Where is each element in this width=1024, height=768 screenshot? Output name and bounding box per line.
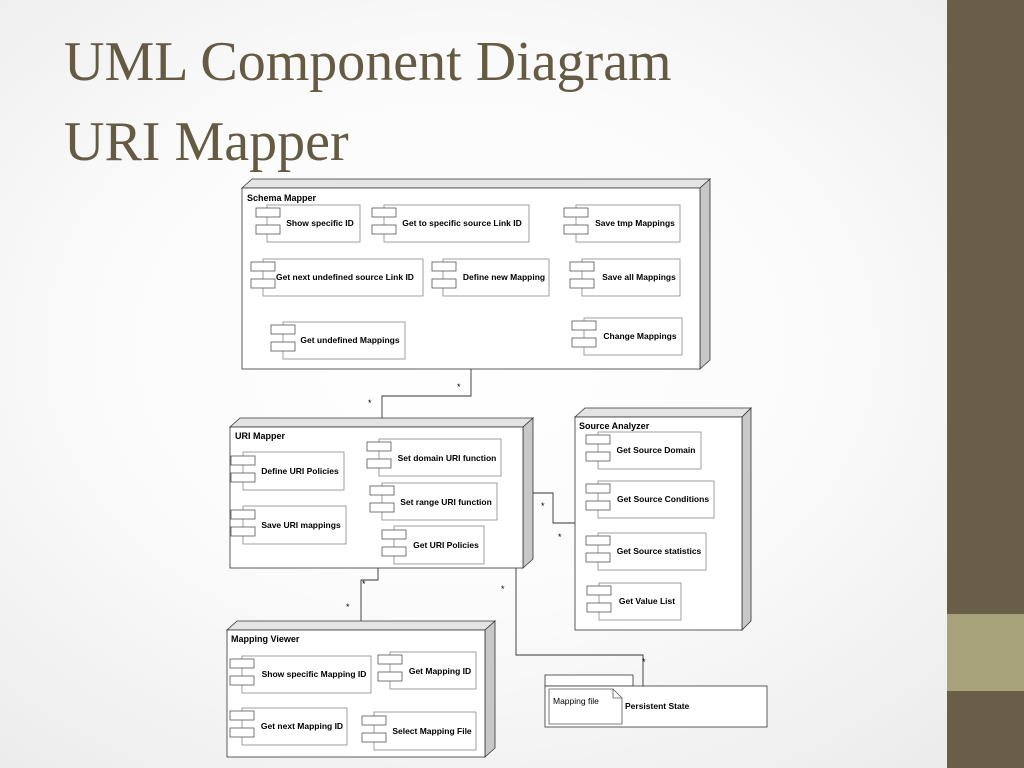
package-mapping-viewer: Mapping Viewer Show specific Mapping ID …: [225, 620, 497, 758]
connectors: [360, 369, 644, 687]
component-get-source-statistics: Get Source statistics: [585, 532, 707, 571]
component-label: Define new Mapping: [463, 272, 545, 282]
component-label: Show specific ID: [286, 218, 354, 228]
title-line-2: URI Mapper: [64, 111, 349, 173]
link-schema-to-uri: [381, 369, 472, 428]
component-label: Select Mapping File: [392, 726, 472, 736]
multiplicity-marks: * * * * * * * *: [346, 382, 646, 667]
component-label: Get Mapping ID: [409, 666, 471, 676]
package-source-analyzer: Source Analyzer Get Source Domain Get So…: [573, 407, 752, 631]
artifact-mapping-file: Mapping file: [548, 688, 623, 725]
component-change-mappings: Change Mappings: [571, 317, 683, 356]
component-label: Get URI Policies: [413, 540, 479, 550]
component-label: Get next Mapping ID: [261, 721, 343, 731]
component-get-source-domain: Get Source Domain: [585, 431, 702, 470]
component-get-to-specific-source-link-id: Get to specific source Link ID: [371, 204, 530, 243]
component-label: Save tmp Mappings: [595, 218, 675, 228]
package-label: Source Analyzer: [579, 421, 650, 431]
component-save-tmp-mappings: Save tmp Mappings: [563, 204, 681, 243]
package-label: Mapping Viewer: [231, 634, 300, 644]
component-get-next-mapping-id: Get next Mapping ID: [229, 707, 348, 746]
component-label: Save all Mappings: [602, 272, 676, 282]
component-label: Set domain URI function: [398, 453, 497, 463]
link-uri-to-viewer: [360, 568, 379, 628]
mult-mark: *: [541, 501, 545, 511]
mult-mark: *: [368, 398, 372, 408]
component-get-next-undefined-source-link-id: Get next undefined source Link ID: [250, 258, 424, 297]
component-label: Show specific Mapping ID: [262, 669, 367, 679]
component-save-all-mappings: Save all Mappings: [569, 258, 681, 297]
mult-mark: *: [558, 532, 562, 542]
package-schema-mapper: Schema Mapper Show specific ID Get to sp…: [240, 178, 712, 370]
package-persistent-state: Mapping file Persistent State: [544, 674, 768, 728]
package-uri-mapper: URI Mapper Define URI Policies Set domai…: [228, 417, 535, 569]
component-define-uri-policies: Define URI Policies: [230, 451, 345, 491]
mult-mark: *: [457, 382, 461, 392]
title-line-1: UML Component Diagram: [64, 31, 672, 93]
component-label: Get to specific source Link ID: [402, 218, 522, 228]
sidebar-accent-square: [947, 614, 1024, 691]
mult-mark: *: [642, 657, 646, 667]
component-define-new-mapping: Define new Mapping: [431, 258, 550, 297]
component-label: Change Mappings: [603, 331, 676, 341]
component-set-range-uri-function: Set range URI function: [369, 482, 498, 521]
package-label: URI Mapper: [235, 431, 286, 441]
component-label: Set range URI function: [400, 497, 492, 507]
component-label: Save URI mappings: [261, 520, 341, 530]
component-label: Get next undefined source Link ID: [276, 272, 414, 282]
component-set-domain-uri-function: Set domain URI function: [366, 438, 502, 477]
component-label: Get undefined Mappings: [300, 335, 399, 345]
component-label: Get Source statistics: [617, 546, 702, 556]
mult-mark: *: [346, 602, 350, 612]
link-uri-to-source: [526, 492, 575, 524]
component-label: Get Value List: [619, 596, 675, 606]
component-get-mapping-id: Get Mapping ID: [377, 651, 477, 690]
component-save-uri-mappings: Save URI mappings: [230, 505, 347, 545]
artifact-label: Mapping file: [553, 696, 599, 706]
component-get-undefined-mappings: Get undefined Mappings: [270, 321, 406, 360]
component-label: Get Source Conditions: [617, 494, 709, 504]
mult-mark: *: [501, 584, 505, 594]
component-show-specific-id: Show specific ID: [255, 204, 361, 243]
component-get-uri-policies: Get URI Policies: [381, 525, 485, 565]
component-label: Get Source Domain: [617, 445, 696, 455]
component-get-value-list: Get Value List: [586, 582, 682, 621]
package-label: Persistent State: [625, 701, 690, 711]
slide-title: UML Component Diagram URI Mapper: [64, 22, 672, 182]
component-get-source-conditions: Get Source Conditions: [585, 480, 715, 519]
mult-mark: *: [362, 579, 366, 589]
link-uri-to-persistent: [515, 568, 644, 687]
component-show-specific-mapping-id: Show specific Mapping ID: [229, 655, 372, 694]
component-label: Define URI Policies: [261, 466, 339, 476]
package-label: Schema Mapper: [247, 193, 317, 203]
component-select-mapping-file: Select Mapping File: [361, 711, 477, 751]
